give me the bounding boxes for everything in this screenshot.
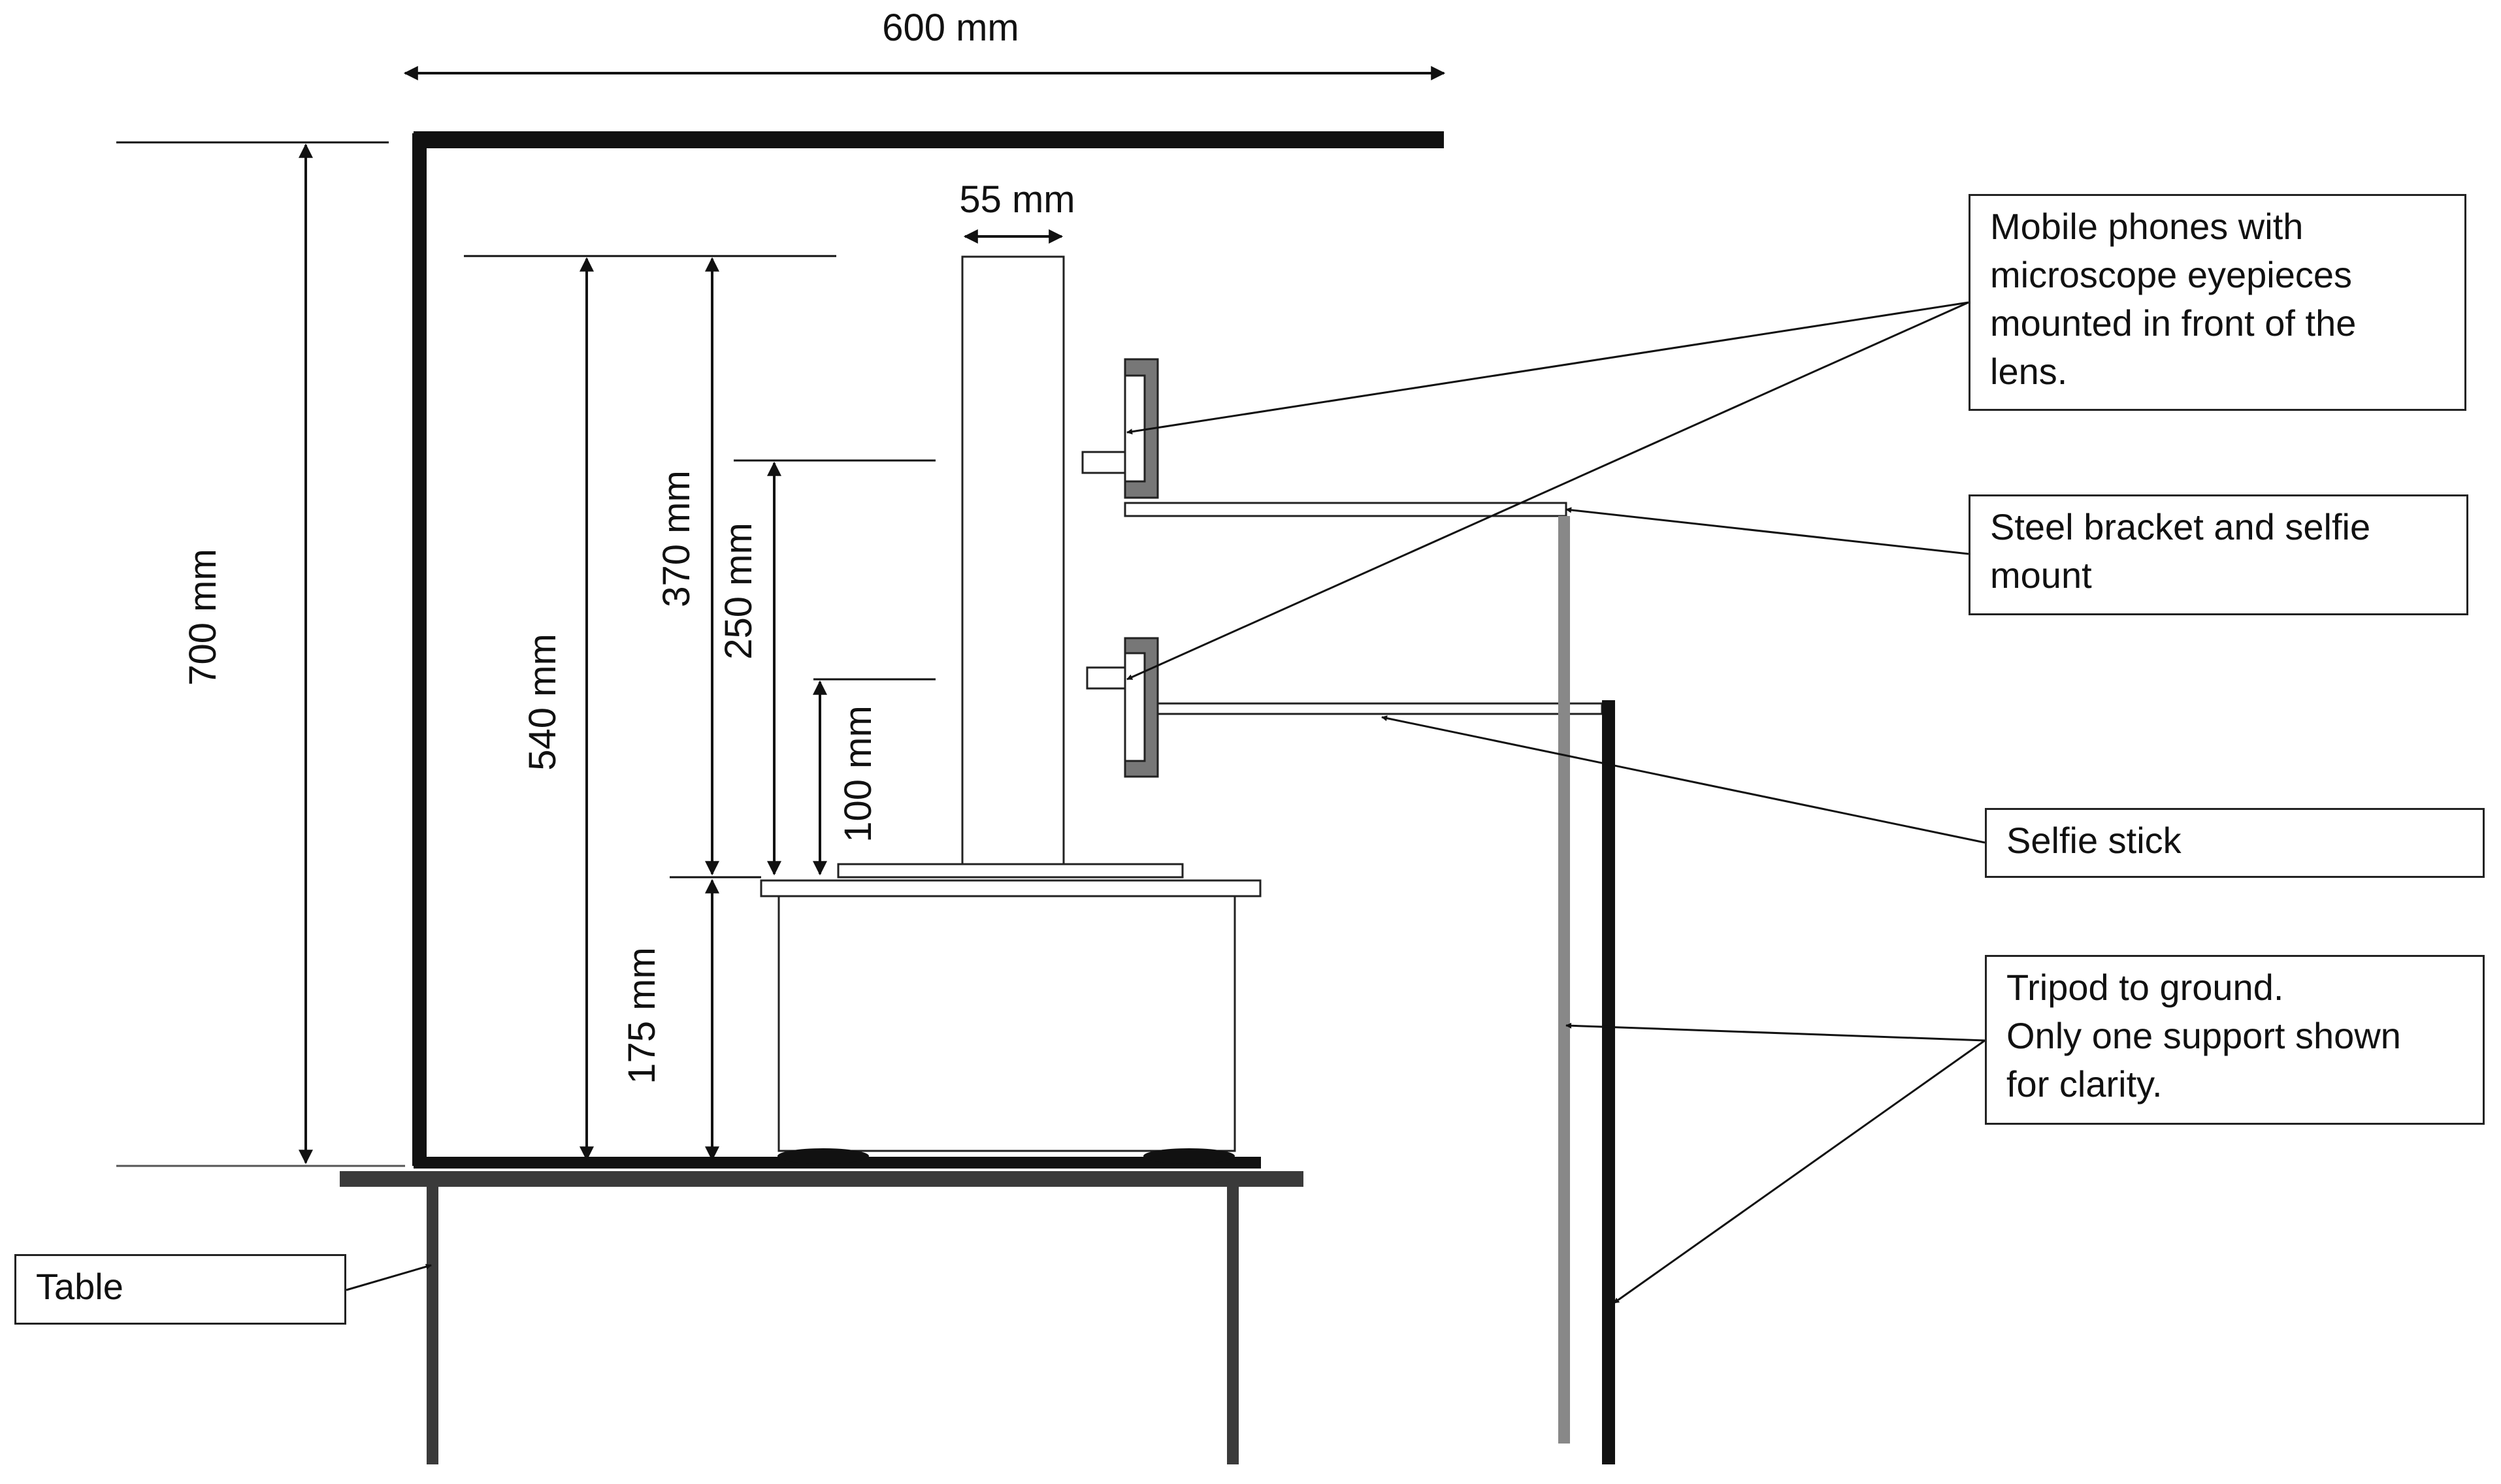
selfie-stick xyxy=(1156,702,1603,715)
callout-tripod: Tripod to ground. Only one support shown… xyxy=(1985,955,2485,1125)
dimension-100mm-label: 100 mm xyxy=(837,705,879,843)
callout-steel-bracket: Steel bracket and selfie mount xyxy=(1969,494,2468,615)
dimension-700mm-label: 700 mm xyxy=(182,549,224,686)
callout-selfie-stick: Selfie stick xyxy=(1985,808,2485,878)
leader-lines xyxy=(346,301,1986,1304)
dimension-55mm-label: 55 mm xyxy=(959,178,1075,221)
specimen-column xyxy=(837,255,1184,879)
dimension-55mm: 55 mm xyxy=(959,178,1075,244)
dimension-370mm-label: 370 mm xyxy=(655,470,698,607)
dimension-540mm-label: 540 mm xyxy=(521,634,564,771)
dimension-175mm: 175 mm xyxy=(621,876,761,1161)
base-box xyxy=(760,879,1262,1164)
callout-table: Table xyxy=(14,1254,346,1325)
dimension-600mm: 600 mm xyxy=(403,7,1446,80)
dimension-100mm: 100 mm xyxy=(813,678,936,876)
dimension-370mm: 370 mm xyxy=(655,257,719,876)
table xyxy=(340,1171,1303,1464)
dimension-250mm-label: 250 mm xyxy=(717,523,760,660)
steel-bracket xyxy=(1124,502,1567,517)
dimension-250mm: 250 mm xyxy=(717,459,936,876)
dimension-540mm: 540 mm xyxy=(464,255,836,1161)
callout-phones: Mobile phones with microscope eyepieces … xyxy=(1969,194,2466,411)
dimension-175mm-label: 175 mm xyxy=(621,947,663,1084)
dimension-700mm: 700 mm xyxy=(116,141,405,1167)
lower-phone xyxy=(1086,637,1159,778)
tripod xyxy=(1558,516,1615,1464)
dimension-600mm-label: 600 mm xyxy=(882,7,1019,49)
